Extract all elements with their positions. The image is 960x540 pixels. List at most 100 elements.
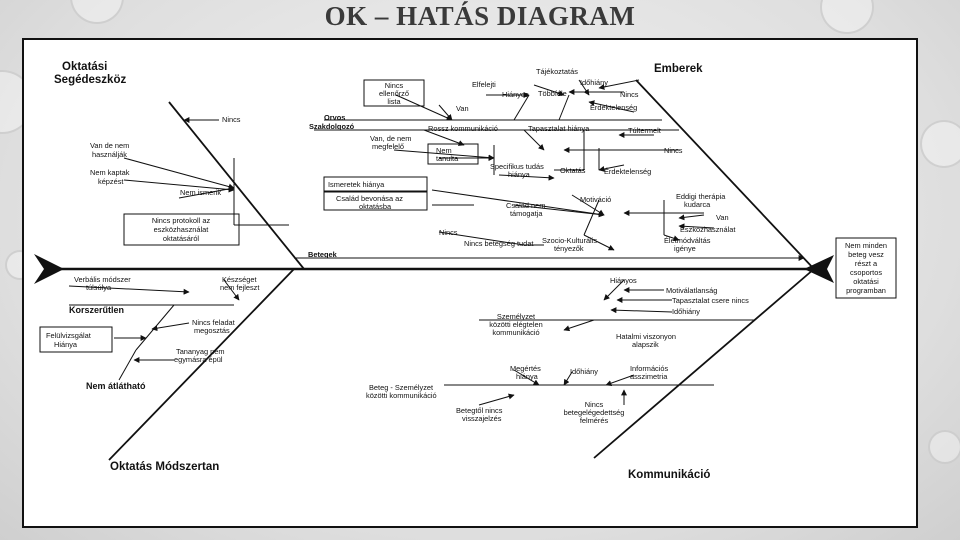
fish-tail <box>34 254 64 284</box>
svg-text:oktatásba: oktatásba <box>359 202 392 211</box>
svg-text:kommunikáció: kommunikáció <box>492 328 539 337</box>
bone-segedeszkoz <box>168 101 305 270</box>
svg-text:oktatásáról: oktatásáról <box>163 234 200 243</box>
svg-text:hiánya: hiánya <box>516 372 539 381</box>
svg-text:Tájékoztatás: Tájékoztatás <box>536 67 578 76</box>
svg-text:Időhiány: Időhiány <box>580 78 608 87</box>
svg-text:Nincs: Nincs <box>385 81 404 90</box>
svg-text:Eszközhasználat: Eszközhasználat <box>680 225 735 234</box>
svg-text:Betegtől nincs: Betegtől nincs <box>456 406 503 415</box>
diagram-panel: Oktatási Segédeszköz Emberek Oktatás Mód… <box>22 38 918 528</box>
svg-text:Életmódváltás: Életmódváltás <box>664 236 711 245</box>
svg-text:részt a: részt a <box>855 259 878 268</box>
svg-text:Hiányos: Hiányos <box>502 90 529 99</box>
svg-text:Nincs: Nincs <box>222 115 241 124</box>
svg-text:Nem: Nem <box>436 146 452 155</box>
svg-text:nem fejleszt: nem fejleszt <box>220 283 259 292</box>
svg-text:ellenőrző: ellenőrző <box>379 89 409 98</box>
svg-text:Van: Van <box>716 213 729 222</box>
svg-text:Motiválatlanság: Motiválatlanság <box>666 286 717 295</box>
svg-text:lista: lista <box>387 97 401 106</box>
svg-text:beteg vesz: beteg vesz <box>848 250 884 259</box>
svg-text:Megértés: Megértés <box>510 364 541 373</box>
svg-text:Nem kaptak: Nem kaptak <box>90 168 130 177</box>
svg-text:megfelelő: megfelelő <box>372 142 404 151</box>
svg-text:Betegek: Betegek <box>308 250 338 259</box>
svg-text:Hiánya: Hiánya <box>54 340 78 349</box>
svg-text:Nincs betegség tudat: Nincs betegség tudat <box>464 239 533 248</box>
svg-text:hiánya: hiánya <box>508 170 531 179</box>
svg-text:képzést: képzést <box>98 177 123 186</box>
emberek-causes: Nincs ellenőrző lista Elfelejti Van Hián… <box>308 67 735 259</box>
svg-text:igénye: igénye <box>674 244 696 253</box>
svg-text:Nem ismerik: Nem ismerik <box>180 188 221 197</box>
svg-text:Tapasztalat csere nincs: Tapasztalat csere nincs <box>672 296 749 305</box>
svg-text:megosztás: megosztás <box>194 326 230 335</box>
svg-text:Ismeretek hiánya: Ismeretek hiánya <box>328 180 385 189</box>
svg-text:csoportos: csoportos <box>850 268 882 277</box>
svg-text:támogatja: támogatja <box>510 209 543 218</box>
svg-text:Család bevonása az: Család bevonása az <box>336 194 403 203</box>
svg-text:Beteg - Személyzet: Beteg - Személyzet <box>369 383 433 392</box>
svg-text:Specifikus tudás: Specifikus tudás <box>490 162 544 171</box>
svg-text:Hiányos: Hiányos <box>610 276 637 285</box>
svg-text:Felülvizsgálat: Felülvizsgálat <box>46 331 91 340</box>
svg-text:használják: használják <box>92 150 127 159</box>
svg-text:Nem minden: Nem minden <box>845 241 887 250</box>
svg-text:közötti elégtelen: közötti elégtelen <box>489 320 542 329</box>
svg-text:Hatalmi viszonyon: Hatalmi viszonyon <box>616 332 676 341</box>
svg-text:Tapasztalat hiánya: Tapasztalat hiánya <box>528 124 590 133</box>
svg-text:Nincs: Nincs <box>439 228 458 237</box>
category-emberek: Emberek <box>654 63 703 75</box>
svg-text:Elfelejti: Elfelejti <box>472 80 496 89</box>
svg-text:alapszik: alapszik <box>632 340 659 349</box>
segedeszkoz-causes: Nincs Van de nem használják Nem kaptak k… <box>90 115 241 243</box>
svg-text:Nem átlátható: Nem átlátható <box>86 381 146 391</box>
svg-text:Időhiány: Időhiány <box>570 367 598 376</box>
svg-text:visszajelzés: visszajelzés <box>462 414 502 423</box>
svg-text:túlsúlya: túlsúlya <box>86 283 112 292</box>
fish-head <box>804 255 834 283</box>
effect-box: Nem minden beteg vesz részt a csoportos … <box>845 241 887 295</box>
svg-text:tényezők: tényezők <box>554 244 584 253</box>
svg-text:Van de nem: Van de nem <box>90 141 129 150</box>
svg-text:Nincs protokoll az: Nincs protokoll az <box>152 216 211 225</box>
svg-text:tanulta: tanulta <box>436 154 459 163</box>
svg-text:oktatási: oktatási <box>853 277 879 286</box>
svg-text:Nincs: Nincs <box>585 400 604 409</box>
category-kommunikacio: Kommunikáció <box>628 469 710 481</box>
svg-text:Eddigi therápia: Eddigi therápia <box>676 192 726 201</box>
svg-text:Rossz kommunikáció: Rossz kommunikáció <box>428 124 498 133</box>
bone-modszertan <box>108 268 295 461</box>
category-modszertan: Oktatás Módszertan <box>110 461 219 473</box>
bone-emberek <box>635 79 815 270</box>
decorative-bubble <box>920 120 960 168</box>
svg-text:eszközhasználat: eszközhasználat <box>154 225 209 234</box>
svg-text:Nincs: Nincs <box>620 90 639 99</box>
svg-text:Orvos: Orvos <box>324 113 345 122</box>
svg-text:Túltermelt: Túltermelt <box>628 126 661 135</box>
svg-text:Többféle: Többféle <box>538 89 567 98</box>
svg-text:Motiváció: Motiváció <box>580 195 611 204</box>
svg-text:Nincs feladat: Nincs feladat <box>192 318 235 327</box>
fishbone-diagram: Oktatási Segédeszköz Emberek Oktatás Mód… <box>34 61 897 481</box>
category-segedeszkoz-line2: Segédeszköz <box>54 74 126 86</box>
decorative-bubble <box>928 430 960 464</box>
category-segedeszkoz-line1: Oktatási <box>62 61 107 73</box>
svg-text:Nincs: Nincs <box>664 146 683 155</box>
svg-text:Szakdolgozó: Szakdolgozó <box>309 122 355 131</box>
svg-text:Család nem: Család nem <box>506 201 545 210</box>
svg-text:programban: programban <box>846 286 886 295</box>
svg-text:Van: Van <box>456 104 469 113</box>
svg-text:Érdektelenség: Érdektelenség <box>590 103 637 112</box>
modszertan-causes: Verbális módszer túlsúlya Készséget nem … <box>46 275 259 391</box>
svg-text:betegelégedettség: betegelégedettség <box>564 408 625 417</box>
svg-text:Információs: Információs <box>630 364 669 373</box>
svg-text:Van, de nem: Van, de nem <box>370 134 411 143</box>
svg-text:közötti kommunikáció: közötti kommunikáció <box>366 391 437 400</box>
svg-text:Időhiány: Időhiány <box>672 307 700 316</box>
svg-text:Készséget: Készséget <box>222 275 257 284</box>
bone-kommunikacio <box>593 268 815 459</box>
svg-text:Tananyag nem: Tananyag nem <box>176 347 224 356</box>
kommunikacio-causes: Hiányos Motiválatlanság Tapasztalat cser… <box>366 276 749 425</box>
